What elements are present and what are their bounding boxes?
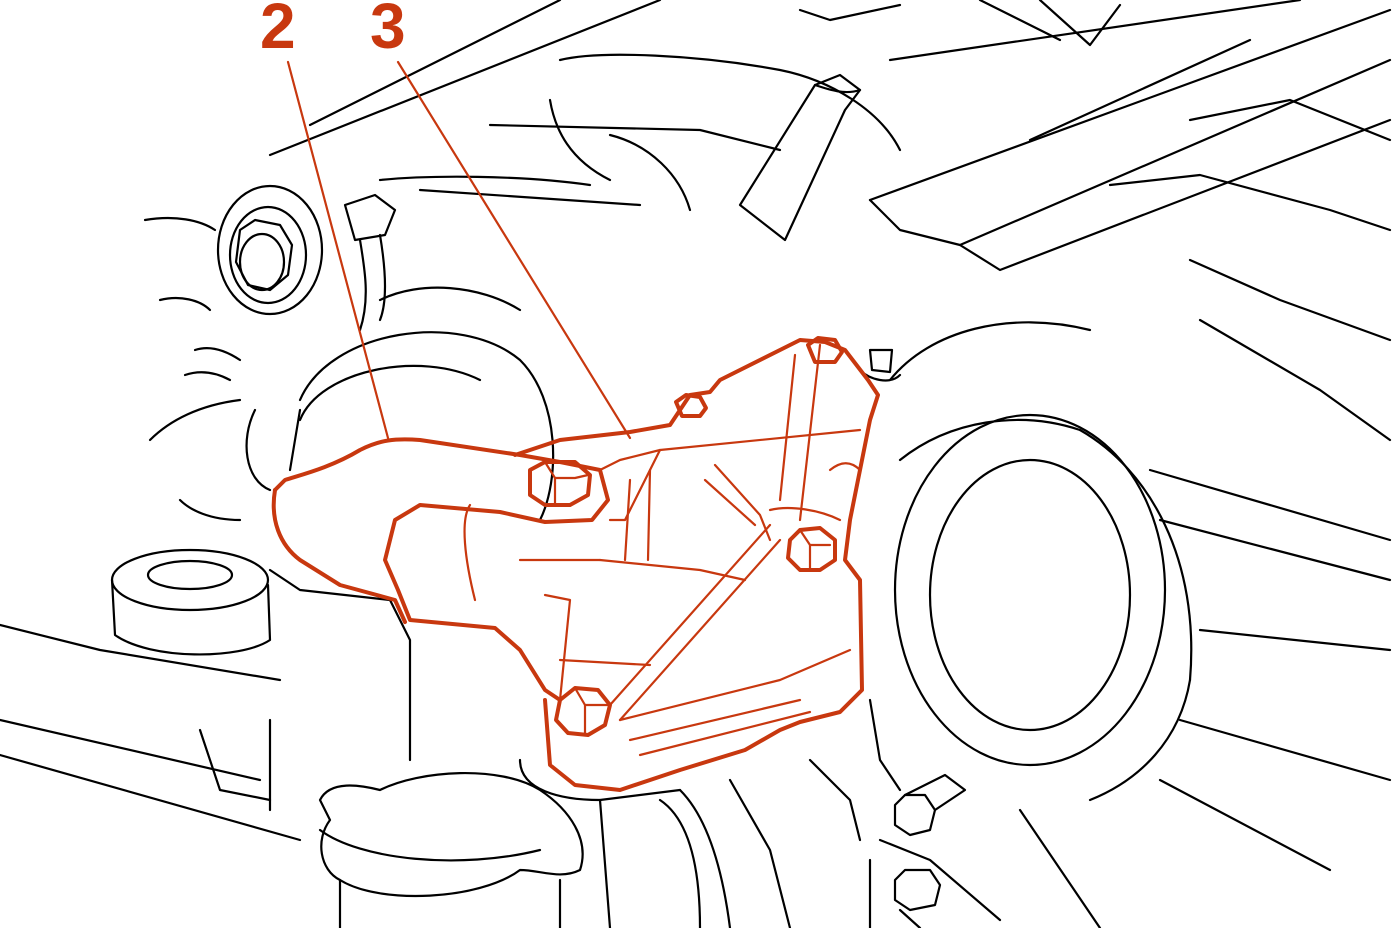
bracket-part-2: [271, 437, 610, 702]
callouts: 2 3: [260, 0, 406, 62]
stud-bolt-lower-right: [893, 773, 967, 928]
callout-2: 2: [260, 0, 296, 62]
leader-line-2: [286, 60, 390, 440]
leader-lines: [286, 60, 632, 440]
pulley-right: [888, 321, 1193, 802]
callout-3: 3: [370, 0, 406, 62]
pulley-left: [245, 286, 555, 522]
oil-filler-cap: [110, 548, 272, 656]
bolt-top-right: [674, 336, 844, 418]
bracket-outline: [273, 437, 610, 702]
highlighted-parts: [271, 336, 880, 792]
mount-outline: [513, 338, 880, 792]
leader-line-3: [396, 60, 632, 440]
bolt-top: [528, 460, 592, 507]
bolt-right: [786, 526, 837, 572]
bolt-bottom: [554, 686, 612, 737]
mount-part-3: [513, 338, 880, 792]
hex-bolt-upper-left: [216, 184, 324, 316]
reservoir-cap: [318, 772, 584, 928]
